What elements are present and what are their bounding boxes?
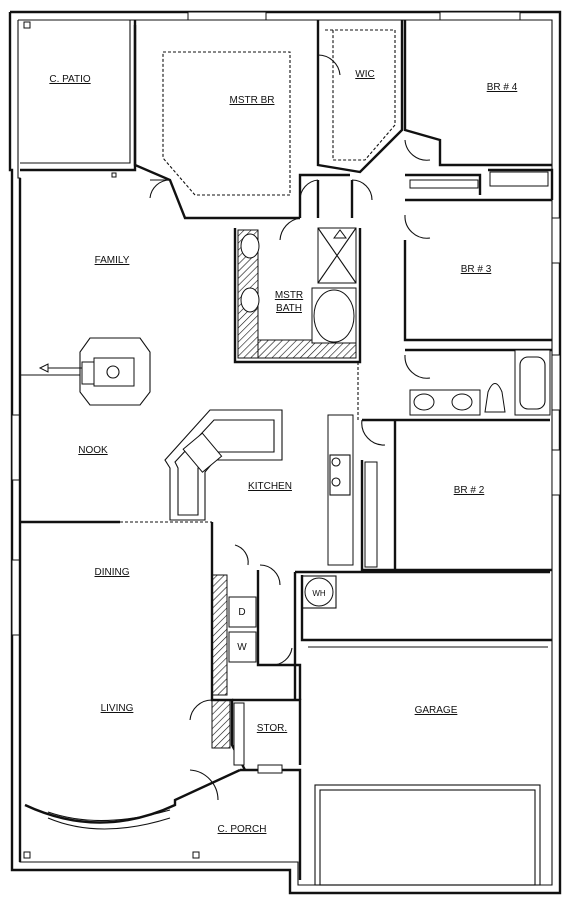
- label-br2: BR # 2: [454, 485, 485, 496]
- label-wic: WIC: [355, 69, 374, 80]
- washer: [228, 631, 257, 663]
- label-c-porch: C. PORCH: [218, 824, 267, 835]
- label-dining: DINING: [95, 567, 130, 578]
- window-porch: [257, 764, 283, 774]
- window-top-mstr: [187, 11, 267, 21]
- label-br3: BR # 3: [461, 264, 492, 275]
- fireplace: [79, 337, 151, 406]
- label-garage: GARAGE: [415, 705, 458, 716]
- counter-laundry: [211, 574, 228, 696]
- label-mstr-br: MSTR BR: [230, 95, 275, 106]
- counter-kitchen: [327, 414, 354, 566]
- label-washer: W: [237, 642, 247, 653]
- window-br3: [551, 217, 561, 264]
- garage-door: [314, 784, 541, 886]
- label-kitchen: KITCHEN: [248, 481, 292, 492]
- sink-mstr-1: [240, 233, 260, 259]
- window-br2: [551, 449, 561, 496]
- sink-mstr-2: [240, 287, 260, 313]
- closet-br2: [364, 461, 378, 568]
- toilet-hall: [484, 383, 506, 413]
- exterior-walls: [8, 10, 562, 895]
- label-mstr-bath-2: BATH: [276, 303, 302, 314]
- label-nook: NOOK: [78, 445, 108, 456]
- post-family: [111, 172, 117, 178]
- label-stor: STOR.: [257, 723, 287, 734]
- post-top-left: [23, 21, 31, 29]
- tub-mstr: [313, 289, 355, 343]
- label-dryer: D: [238, 607, 245, 618]
- post-bottom-mid: [192, 851, 200, 859]
- sink-1: [413, 393, 435, 411]
- label-c-patio: C. PATIO: [49, 74, 91, 85]
- sink-kitchen: [182, 432, 223, 473]
- sink-2: [451, 393, 473, 411]
- window-bath: [551, 354, 561, 411]
- label-living: LIVING: [101, 703, 134, 714]
- patio-area: [20, 20, 137, 172]
- shelf-br4: [409, 179, 479, 189]
- dryer: [228, 596, 257, 628]
- door-swings: [149, 54, 431, 801]
- label-br4: BR # 4: [487, 82, 518, 93]
- label-family: FAMILY: [95, 255, 130, 266]
- kitchen-island: [164, 409, 283, 521]
- post-bottom-left: [23, 851, 31, 859]
- living-bay-window: [24, 768, 241, 824]
- label-mstr-bath-1: MSTR: [275, 290, 303, 301]
- closet-br4: [489, 171, 549, 187]
- window-top-br4: [439, 11, 521, 21]
- fireplace-insert: [81, 361, 95, 385]
- label-wh: WH: [312, 589, 326, 598]
- water-heater: [304, 577, 334, 607]
